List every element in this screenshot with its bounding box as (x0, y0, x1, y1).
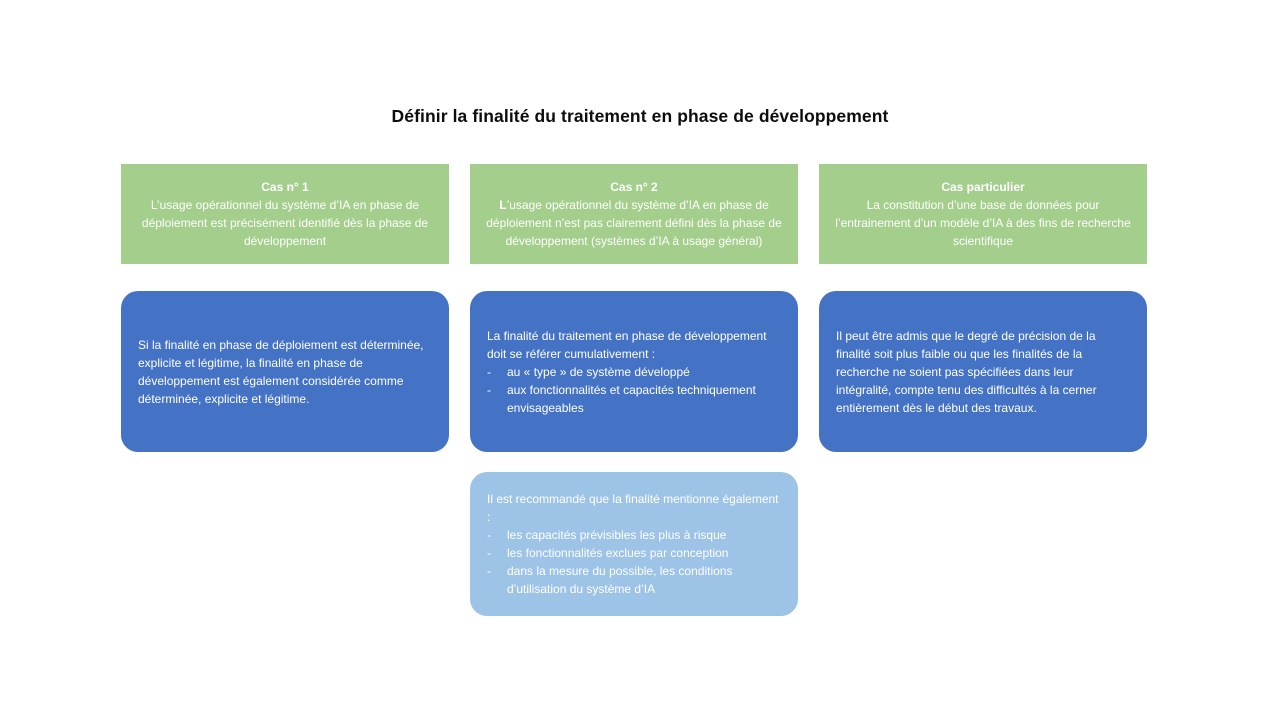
recommendation-bullet-text: les fonctionnalités exclues par concepti… (507, 546, 729, 560)
case2-detail-bullet: - aux fonctionnalités et capacités techn… (487, 381, 781, 417)
recommendation-box: Il est recommandé que la finalité mentio… (470, 472, 798, 616)
page-title: Définir la finalité du traitement en pha… (391, 106, 889, 126)
case2-detail-bullet-text: aux fonctionnalités et capacités techniq… (507, 382, 756, 415)
case2-body-rest: ’usage opérationnel du système d’IA en p… (486, 198, 782, 248)
case-particulier-title: Cas particulier (941, 180, 1025, 194)
case1-detail-box: Si la finalité en phase de déploiement e… (121, 291, 449, 452)
recommendation-bullet-text: les capacités prévisibles les plus à ris… (507, 528, 727, 542)
recommendation-bullet: - dans la mesure du possible, les condit… (487, 562, 781, 598)
recommendation-bullet: - les fonctionnalités exclues par concep… (487, 544, 781, 562)
case1-body: L’usage opérationnel du système d’IA en … (141, 198, 429, 248)
bullet-dash-icon: - (487, 528, 491, 542)
bullet-dash-icon: - (487, 364, 491, 379)
case-particulier-header-box: Cas particulier La constitution d’une ba… (819, 164, 1147, 264)
cases-grid: Cas n° 1 L’usage opérationnel du système… (121, 164, 1147, 616)
recommendation-lead: Il est recommandé que la finalité mentio… (487, 492, 779, 524)
case2-detail-bullet: - au « type » de système développé (487, 363, 781, 381)
case2-title: Cas n° 2 (610, 180, 658, 194)
case2-detail-bullet-text: au « type » de système développé (507, 364, 690, 379)
case2-body: L’usage opérationnel du système d’IA en … (482, 196, 786, 250)
case2-detail-box: La finalité du traitement en phase de dé… (470, 291, 798, 452)
case-particulier-body: La constitution d’une base de données po… (835, 198, 1131, 248)
recommendation-bullet: - les capacités prévisibles les plus à r… (487, 526, 781, 544)
case2-header-box: Cas n° 2 L’usage opérationnel du système… (470, 164, 798, 264)
bullet-dash-icon: - (487, 546, 491, 560)
case2-body-bold-prefix: L (499, 198, 507, 212)
case-particulier-detail-text: Il peut être admis que le degré de préci… (836, 328, 1097, 415)
case-particulier-detail-box: Il peut être admis que le degré de préci… (819, 291, 1147, 452)
case1-title: Cas n° 1 (261, 180, 309, 194)
bullet-dash-icon: - (487, 564, 491, 578)
case2-detail-lead: La finalité du traitement en phase de dé… (487, 328, 767, 361)
case1-header-box: Cas n° 1 L’usage opérationnel du système… (121, 164, 449, 264)
recommendation-bullet-text: dans la mesure du possible, les conditio… (507, 564, 733, 596)
case1-detail-text: Si la finalité en phase de déploiement e… (138, 337, 424, 406)
bullet-dash-icon: - (487, 382, 491, 397)
